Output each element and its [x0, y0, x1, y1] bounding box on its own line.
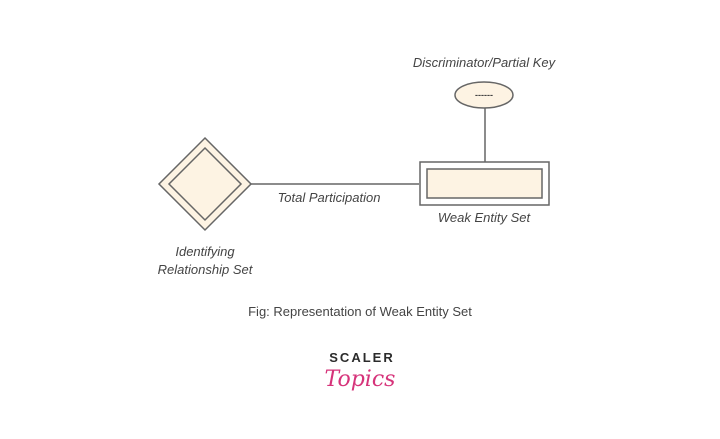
brand-topics: Topics: [325, 367, 396, 392]
discriminator-ellipse: [454, 81, 514, 109]
identifying-relationship-label-line2: Relationship Set: [158, 262, 254, 277]
total-participation-label: Total Participation: [278, 190, 381, 205]
identifying-relationship-diamond: [157, 136, 253, 232]
scaler-topics-logo: SCALER Topics: [325, 350, 396, 392]
brand-scaler: SCALER: [329, 350, 394, 365]
figure-caption: Fig: Representation of Weak Entity Set: [248, 304, 472, 319]
discriminator-label: Discriminator/Partial Key: [413, 55, 557, 70]
weak-entity-label: Weak Entity Set: [438, 210, 532, 225]
discriminator-value: ------: [475, 90, 493, 100]
identifying-relationship-label-line1: Identifying: [175, 244, 235, 259]
weak-entity-rectangle: [419, 161, 550, 206]
